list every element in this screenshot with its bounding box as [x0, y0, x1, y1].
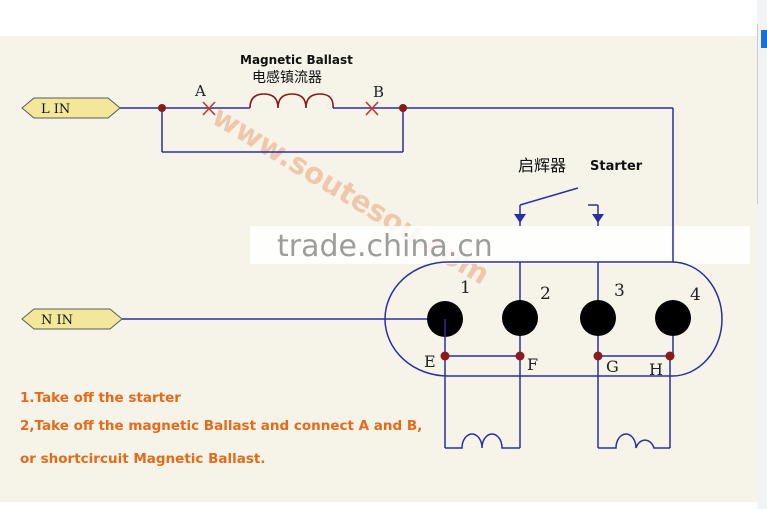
right-edge-divider: [757, 24, 767, 204]
terminal-4: [655, 300, 691, 336]
point-f-label: F: [527, 355, 538, 374]
starter-switch: [519, 187, 599, 226]
right-edge-strip: [757, 0, 767, 509]
starter-arrow-right: [592, 214, 604, 223]
junction-dot-f: [515, 351, 525, 361]
l-in-connector: [21, 97, 121, 119]
instruction-line-1: 1.Take off the starter: [20, 390, 181, 406]
instruction-line-2: 2,Take off the magnetic Ballast and conn…: [20, 418, 422, 434]
pin-2-label: 2: [540, 284, 551, 304]
ballast-english-label: Magnetic Ballast: [240, 53, 353, 67]
junction-dot-e: [440, 351, 450, 361]
l-line-wiring: [120, 107, 674, 262]
point-g-label: G: [606, 357, 619, 376]
l-in-label: L IN: [41, 102, 70, 117]
junction-dot-left: [158, 104, 166, 112]
junction-dot-g: [593, 351, 603, 361]
ballast-chinese-label: 电感镇流器: [252, 69, 322, 86]
pin-1-label: 1: [460, 278, 471, 298]
point-b-label: B: [373, 83, 384, 101]
pin-3-label: 3: [614, 281, 625, 301]
diagram-background: [0, 36, 757, 502]
starter-arrow-left: [514, 214, 526, 223]
point-e-label: E: [424, 352, 436, 371]
n-in-label: N IN: [41, 313, 73, 328]
instruction-line-3: or shortcircuit Magnetic Ballast.: [20, 451, 266, 467]
cut-mark-b: [365, 101, 379, 116]
point-h-label: H: [649, 360, 663, 379]
starter-english-label: Starter: [590, 159, 643, 174]
cut-mark-a: [202, 101, 216, 116]
center-watermark: trade.china.cn: [277, 229, 493, 264]
starter-chinese-label: 启辉器: [518, 156, 566, 175]
center-watermark-band: [250, 226, 750, 264]
junction-dot-h: [665, 351, 675, 361]
right-edge-marker: [761, 30, 767, 48]
top-margin: [0, 0, 767, 34]
terminal-3: [580, 300, 616, 336]
filament-wiring: [444, 319, 674, 449]
pin-4-label: 4: [690, 285, 701, 305]
junction-dot-right: [399, 104, 407, 112]
terminal-2: [502, 300, 538, 336]
point-a-label: A: [194, 82, 206, 100]
lamp-holder-outline: [384, 261, 723, 377]
ballast-coil: [249, 93, 334, 109]
